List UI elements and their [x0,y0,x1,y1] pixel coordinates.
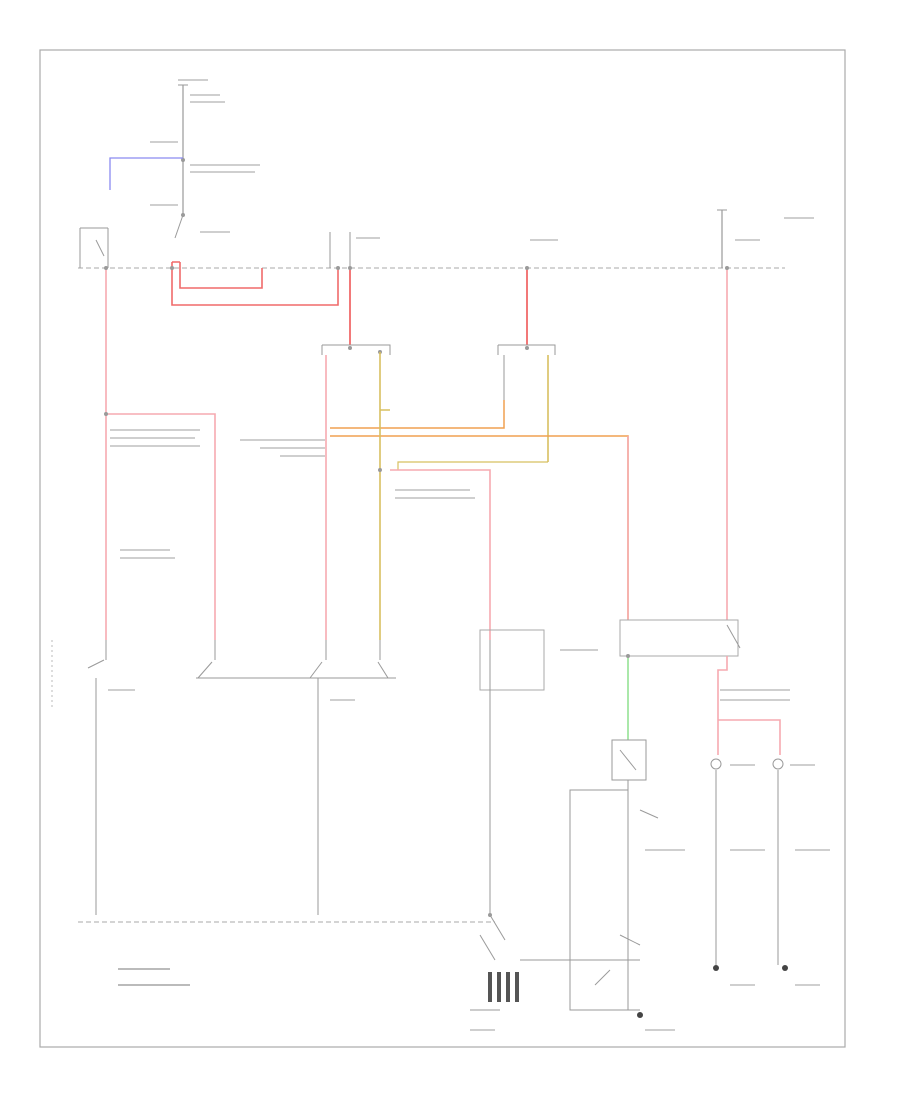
lower-right-circuit [520,780,659,1011]
left-fuse-switch [79,227,109,268]
right-lamp-wires [717,656,781,755]
connector-nodes [104,266,729,917]
lh-headlamp [321,344,391,640]
lh-lamp-icon [710,758,722,770]
rh-ground-icon [782,965,788,971]
orange-wire-lower [330,435,629,620]
blue-wire [109,157,183,190]
illegible-labels [108,79,830,1031]
yellow-wire [379,409,390,640]
right-power-source [717,209,727,268]
right-relay [619,619,741,740]
left-branch-wire [106,413,216,640]
bottom-switch-block [470,914,643,1018]
dimmer-relay [479,629,545,915]
rh-headlamp [497,344,556,462]
legend [118,968,190,986]
lh-ground-icon [713,965,719,971]
red-wire-loop [171,261,339,306]
top-power-source [174,84,188,239]
yellow-return [397,461,548,470]
rh-lamp-icon [772,758,784,770]
orange-wire-upper [330,400,505,429]
indicator-lamp [611,739,647,781]
diagram-frame [39,49,846,1048]
pink-dimmer-wire [390,469,491,640]
headlight-switch-row [87,640,396,915]
